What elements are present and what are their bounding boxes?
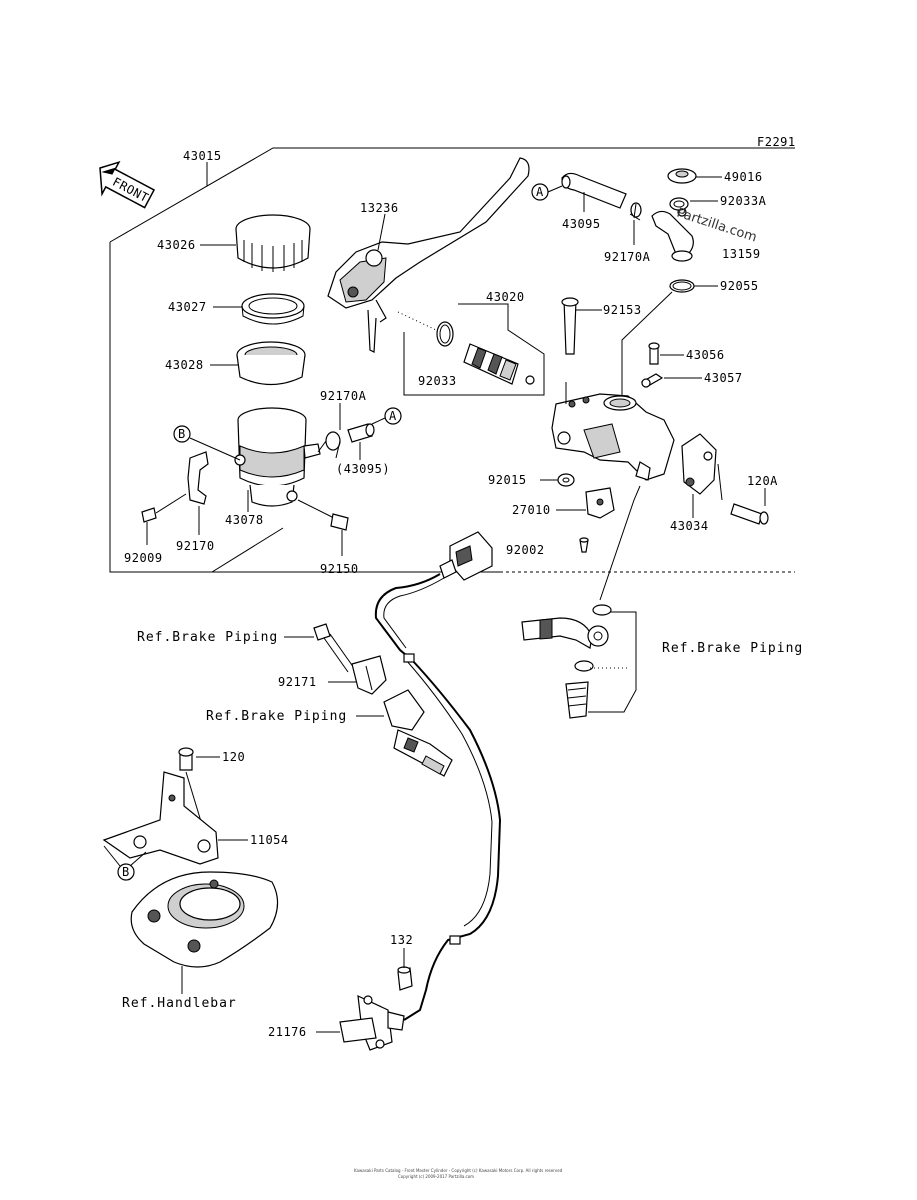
callout-43015: 43015 <box>183 149 222 163</box>
marker-b-top <box>173 425 191 443</box>
banjo-fitting <box>521 604 612 719</box>
reservoir-cap <box>235 214 311 272</box>
screw-132 <box>397 966 413 991</box>
callout-92002: 92002 <box>506 543 545 557</box>
brake-lever <box>327 157 530 353</box>
cable-clip-1 <box>403 653 415 663</box>
callout-43078: 43078 <box>225 513 264 527</box>
reservoir-bracket <box>187 451 209 505</box>
brake-switch-27010 <box>585 487 615 519</box>
footer-copyright-2: Copyright (c) 2009-2017 Partzilla.com <box>398 1174 474 1179</box>
bolt-120A <box>730 503 769 525</box>
callout-43026: 43026 <box>157 238 196 252</box>
handlebar-housing <box>130 871 279 968</box>
banjo-guide-line <box>599 485 641 601</box>
callout-92009: 92009 <box>124 551 163 565</box>
marker-b-bottom <box>117 863 135 881</box>
callout-43028: 43028 <box>165 358 204 372</box>
reservoir-plate <box>241 293 305 325</box>
screw-92002 <box>579 537 589 553</box>
diagram-code: F2291 <box>757 135 796 149</box>
handlebar-clamp-43034 <box>681 433 717 495</box>
callout-43095-paren: (43095) <box>336 462 390 476</box>
grommet-49016 <box>667 168 697 184</box>
bleeder-cap-43057 <box>640 373 664 388</box>
marker-a-right-label: A <box>536 185 544 199</box>
nut-92015 <box>557 473 575 487</box>
hose-joint <box>383 689 453 777</box>
callout-11054: 11054 <box>250 833 289 847</box>
callout-92055: 92055 <box>720 279 759 293</box>
bolt-120 <box>178 747 207 839</box>
callout-43027: 43027 <box>168 300 207 314</box>
brake-light-switch-21176 <box>339 995 405 1051</box>
hose-stub-left <box>347 423 375 443</box>
ref-handlebar: Ref.Handlebar <box>122 996 237 1011</box>
cable-clamp <box>351 655 387 695</box>
callout-92170: 92170 <box>176 539 215 553</box>
callout-120A: 120A <box>747 474 778 488</box>
callout-43056: 43056 <box>686 348 725 362</box>
callout-92033: 92033 <box>418 374 457 388</box>
callout-21176: 21176 <box>268 1025 307 1039</box>
callout-49016: 49016 <box>724 170 763 184</box>
leader-92055-body <box>621 291 673 396</box>
switch-cable <box>374 573 502 1021</box>
callout-92150: 92150 <box>320 562 359 576</box>
reservoir-body <box>234 407 321 507</box>
callout-92033A: 92033A <box>720 194 767 208</box>
callout-43095: 43095 <box>562 217 601 231</box>
screw-92009 <box>141 493 187 523</box>
o-ring-92055 <box>669 279 695 293</box>
marker-b-bottom-label: B <box>122 865 130 879</box>
cable-clip-2 <box>449 935 461 945</box>
master-cylinder-body <box>551 393 675 481</box>
marker-a-left <box>384 407 402 425</box>
ref-brake-piping-left-bottom: Ref.Brake Piping <box>206 709 347 724</box>
switch-connector <box>439 531 493 581</box>
bleeder-43056 <box>648 342 660 365</box>
callout-43034: 43034 <box>670 519 709 533</box>
callout-132: 132 <box>390 933 413 947</box>
hose-clamp-left <box>317 431 341 459</box>
ref-brake-piping-left-top: Ref.Brake Piping <box>137 630 278 645</box>
circlip-92033 <box>436 321 454 347</box>
bolt-92171 <box>313 623 355 673</box>
callout-43057: 43057 <box>704 371 743 385</box>
callout-13236: 13236 <box>360 201 399 215</box>
callout-27010: 27010 <box>512 503 551 517</box>
callout-13159: 13159 <box>722 247 761 261</box>
callout-92170A-right: 92170A <box>604 250 651 264</box>
reservoir-diaphragm <box>236 341 306 386</box>
footer-copyright-1: Kawasaki Parts Catalog - Front Master Cy… <box>354 1168 563 1173</box>
callout-92170A-left: 92170A <box>320 389 367 403</box>
circlip-92033A <box>669 197 689 211</box>
callout-92153: 92153 <box>603 303 642 317</box>
piston <box>463 343 535 385</box>
bolt-92150 <box>297 499 349 531</box>
callout-43020: 43020 <box>486 290 525 304</box>
callout-92171: 92171 <box>278 675 317 689</box>
banjo-bracket-line <box>588 611 637 713</box>
callout-120: 120 <box>222 750 245 764</box>
hose-clamp-right <box>629 202 642 221</box>
callout-92015: 92015 <box>488 473 527 487</box>
front-direction-arrow: FRONT <box>99 160 156 209</box>
reservoir-hose-43095 <box>561 172 627 209</box>
marker-b-top-label: B <box>178 427 186 441</box>
bracket-11054 <box>102 771 219 865</box>
ref-brake-piping-right: Ref.Brake Piping <box>662 641 803 656</box>
pivot-bolt-92153 <box>561 297 579 355</box>
marker-a-left-label: A <box>389 409 397 423</box>
